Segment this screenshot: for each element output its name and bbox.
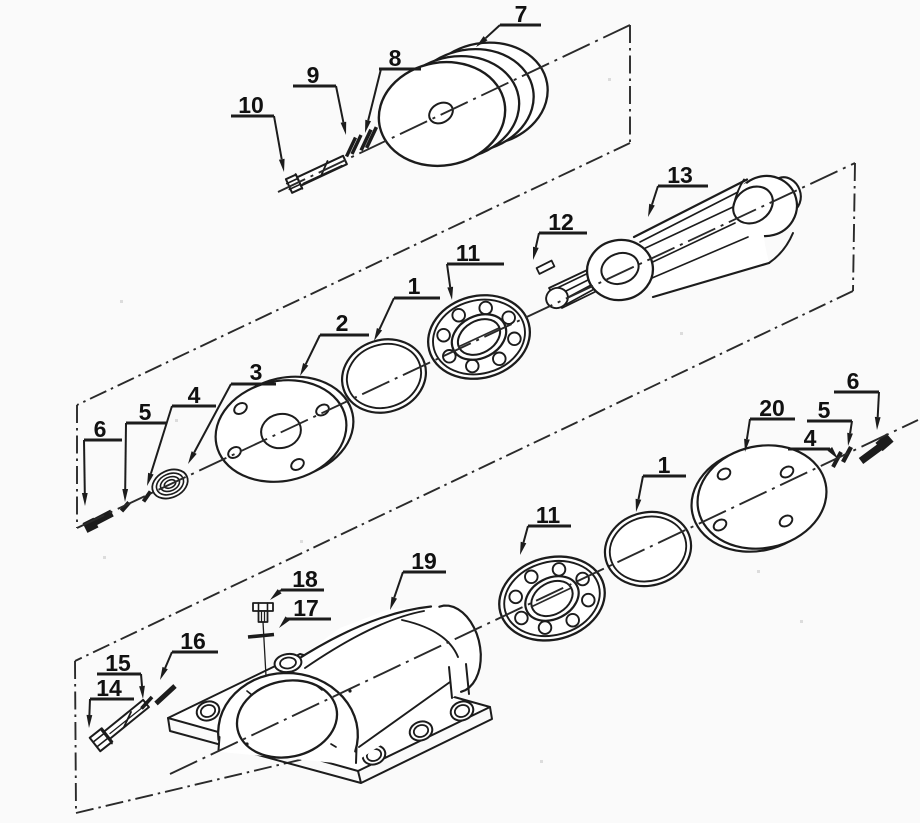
svg-text:15: 15: [105, 650, 131, 676]
svg-text:17: 17: [293, 595, 319, 621]
svg-text:4: 4: [804, 425, 817, 451]
svg-text:14: 14: [96, 675, 122, 701]
svg-text:3: 3: [250, 359, 263, 385]
svg-text:16: 16: [180, 628, 206, 654]
svg-text:6: 6: [847, 368, 860, 394]
svg-text:11: 11: [456, 240, 481, 266]
svg-text:11: 11: [536, 502, 561, 528]
svg-text:13: 13: [667, 162, 693, 188]
svg-text:4: 4: [188, 382, 201, 408]
svg-text:7: 7: [515, 1, 528, 27]
svg-text:9: 9: [307, 62, 320, 88]
svg-text:19: 19: [411, 548, 437, 574]
svg-text:6: 6: [94, 416, 107, 442]
svg-text:1: 1: [658, 452, 671, 478]
svg-text:20: 20: [759, 395, 785, 421]
svg-text:2: 2: [336, 310, 349, 336]
svg-text:8: 8: [389, 45, 402, 71]
svg-text:5: 5: [139, 399, 152, 425]
svg-text:10: 10: [238, 92, 264, 118]
svg-text:18: 18: [292, 566, 318, 592]
svg-text:5: 5: [818, 397, 831, 423]
svg-text:12: 12: [548, 209, 574, 235]
svg-text:1: 1: [408, 273, 421, 299]
